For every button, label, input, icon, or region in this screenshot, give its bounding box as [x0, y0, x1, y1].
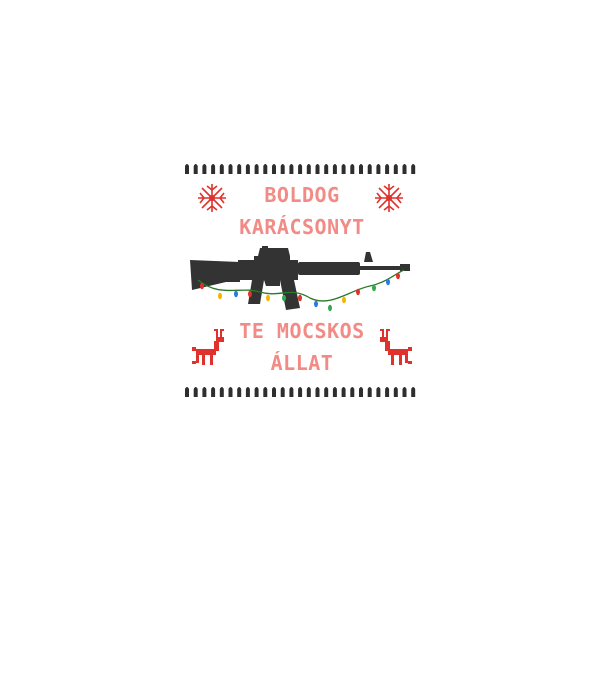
light-bulb-icon: [218, 292, 222, 300]
bullet-icon: [350, 387, 355, 397]
greeting-line-3: TE MOCSKOS: [239, 319, 364, 343]
bullet-icon: [359, 164, 363, 174]
bullet-icon: [359, 387, 363, 397]
reindeer-right-icon: [380, 329, 412, 365]
bullet-icon: [237, 387, 242, 397]
light-bulb-icon: [298, 294, 302, 302]
bullet-icon: [402, 387, 407, 397]
bullet-icon: [193, 387, 198, 397]
greeting-line-2: KARÁCSONYT: [239, 215, 364, 239]
bullet-icon: [341, 164, 346, 174]
light-bulb-icon: [372, 284, 376, 292]
snowflake-left-icon: [198, 184, 226, 212]
bullet-icon: [228, 387, 233, 397]
bullet-icon: [332, 164, 337, 174]
bullet-icon: [385, 387, 390, 397]
bullet-icon: [280, 387, 285, 397]
bullet-icon: [393, 387, 398, 397]
bullet-icon: [324, 387, 329, 397]
bullet-icon: [263, 387, 268, 397]
bullet-row-bottom-icon: [185, 387, 416, 397]
bullet-icon: [219, 387, 224, 397]
reindeer-left-icon: [192, 329, 224, 365]
bullet-icon: [185, 387, 189, 397]
bullet-icon: [332, 387, 337, 397]
bullet-icon: [237, 164, 242, 174]
light-bulb-icon: [342, 296, 346, 304]
bullet-icon: [202, 164, 207, 174]
bullet-row-top-icon: [185, 164, 416, 174]
bullet-icon: [193, 164, 198, 174]
bullet-icon: [324, 164, 329, 174]
bullet-icon: [298, 164, 303, 174]
light-bulb-icon: [248, 290, 252, 298]
bullet-icon: [185, 164, 189, 174]
bullet-icon: [272, 164, 276, 174]
bullet-icon: [306, 164, 311, 174]
bullet-icon: [280, 164, 285, 174]
bullet-icon: [211, 387, 216, 397]
bullet-icon: [298, 387, 303, 397]
light-bulb-icon: [356, 288, 360, 296]
bullet-icon: [263, 164, 268, 174]
design-artwork: BOLDOG KARÁCSONYT TE MOCSKOS ÁLLAT: [185, 164, 416, 397]
bullet-icon: [411, 387, 416, 397]
light-bulb-icon: [200, 282, 204, 290]
bullet-icon: [245, 387, 250, 397]
light-bulb-icon: [266, 294, 270, 302]
bullet-icon: [272, 387, 276, 397]
bullet-icon: [211, 164, 216, 174]
bullet-icon: [367, 164, 372, 174]
christmas-sweater-design: BOLDOG KARÁCSONYT TE MOCSKOS ÁLLAT: [180, 158, 425, 403]
greeting-line-4: ÁLLAT: [271, 351, 334, 375]
light-bulb-icon: [282, 294, 286, 302]
bullet-icon: [341, 387, 346, 397]
bullet-icon: [350, 164, 355, 174]
light-bulb-icon: [386, 278, 390, 286]
bullet-icon: [393, 164, 398, 174]
bullet-icon: [376, 387, 381, 397]
bullet-icon: [376, 164, 381, 174]
bullet-icon: [289, 387, 294, 397]
light-bulb-icon: [314, 300, 318, 308]
bullet-icon: [228, 164, 233, 174]
bullet-icon: [315, 164, 320, 174]
light-bulb-icon: [396, 272, 400, 280]
snowflake-right-icon: [375, 184, 403, 212]
greeting-line-1: BOLDOG: [264, 183, 339, 207]
bullet-icon: [402, 164, 407, 174]
bullet-icon: [245, 164, 250, 174]
bullet-icon: [202, 387, 207, 397]
rifle-icon: [190, 246, 410, 310]
bullet-icon: [306, 387, 311, 397]
bullet-icon: [219, 164, 224, 174]
bullet-icon: [254, 164, 259, 174]
bullet-icon: [367, 387, 372, 397]
bullet-icon: [411, 164, 416, 174]
light-bulb-icon: [234, 290, 238, 298]
bullet-icon: [385, 164, 390, 174]
light-bulb-icon: [328, 304, 332, 312]
christmas-lights-icon: [197, 269, 405, 312]
bullet-icon: [289, 164, 294, 174]
bullet-icon: [315, 387, 320, 397]
bullet-icon: [254, 387, 259, 397]
